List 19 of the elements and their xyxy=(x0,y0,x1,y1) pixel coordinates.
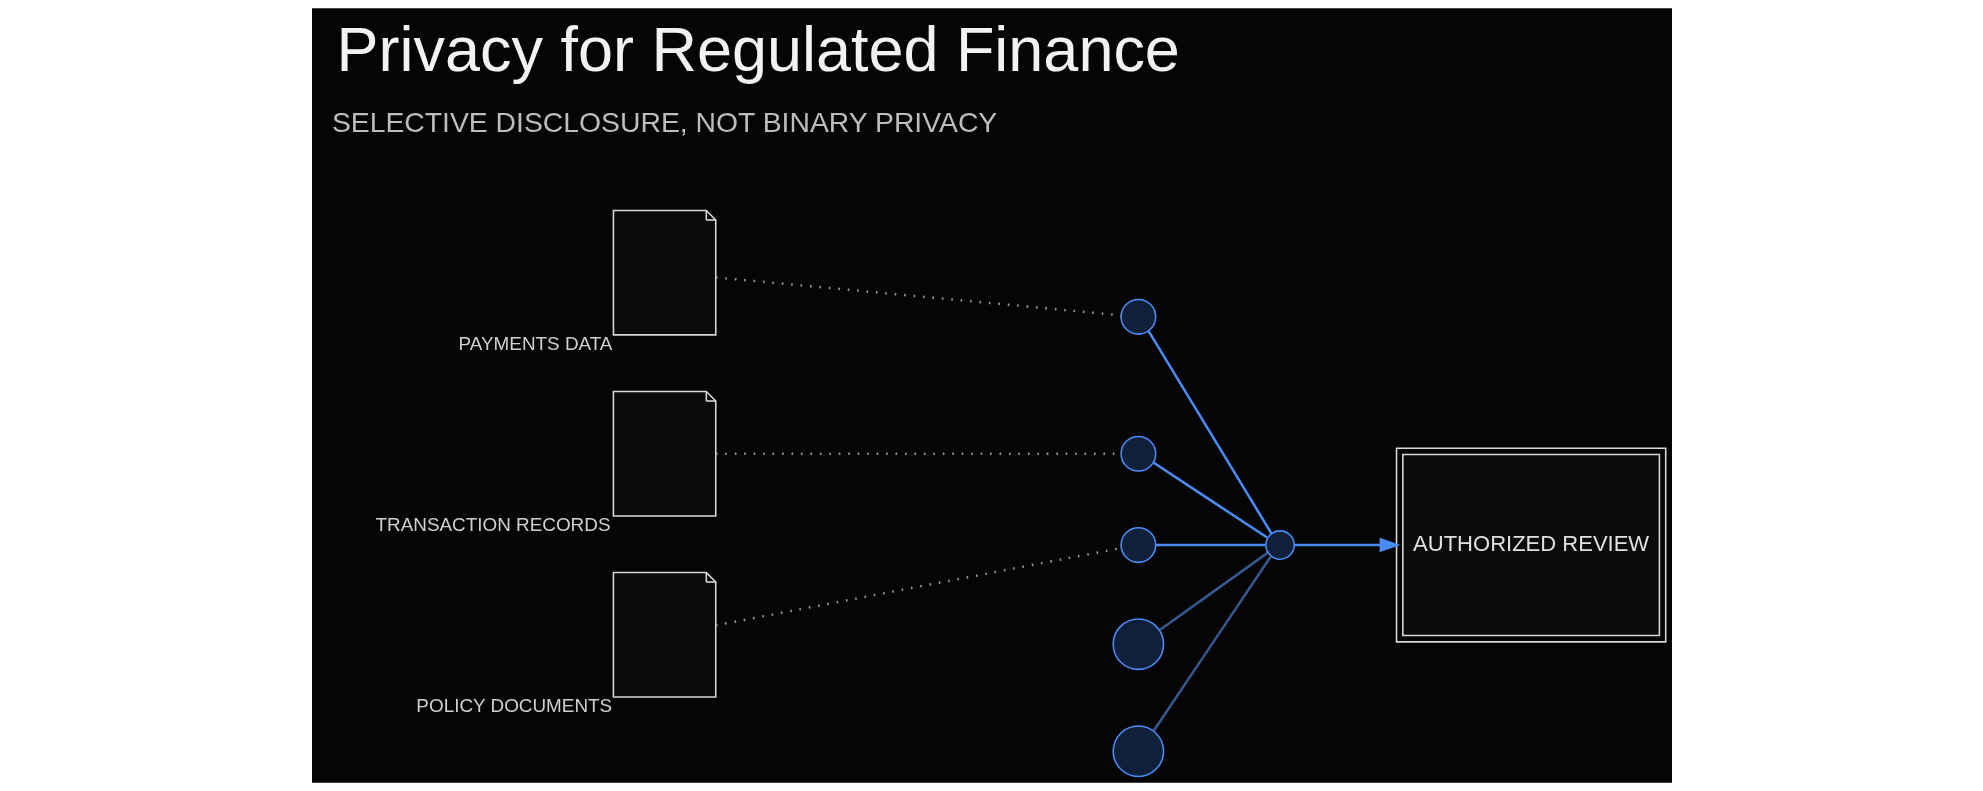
node-circle xyxy=(1264,530,1295,560)
connector xyxy=(1155,543,1265,547)
connector xyxy=(1152,555,1272,732)
node-label: PAYMENTS DATA xyxy=(458,333,612,355)
diagram-title: Privacy for Regulated Finance xyxy=(336,14,1180,85)
node-box: AUTHORIZED REVIEW xyxy=(1395,447,1666,643)
connector xyxy=(1152,461,1268,539)
arrow xyxy=(1293,537,1400,553)
node-circle xyxy=(1119,298,1156,335)
label: SELECTIVE DISCLOSURE, NOT BINARY PRIVACY xyxy=(331,105,997,138)
connector xyxy=(1147,330,1273,535)
node-circle xyxy=(1119,526,1156,564)
node-circle xyxy=(1111,725,1164,778)
connector xyxy=(715,276,1121,317)
node-label: POLICY DOCUMENTS xyxy=(415,695,612,717)
node-circle xyxy=(1111,618,1164,671)
node-circle xyxy=(1119,435,1156,472)
node-label: TRANSACTION RECORDS xyxy=(375,514,610,536)
connector xyxy=(1158,551,1268,631)
